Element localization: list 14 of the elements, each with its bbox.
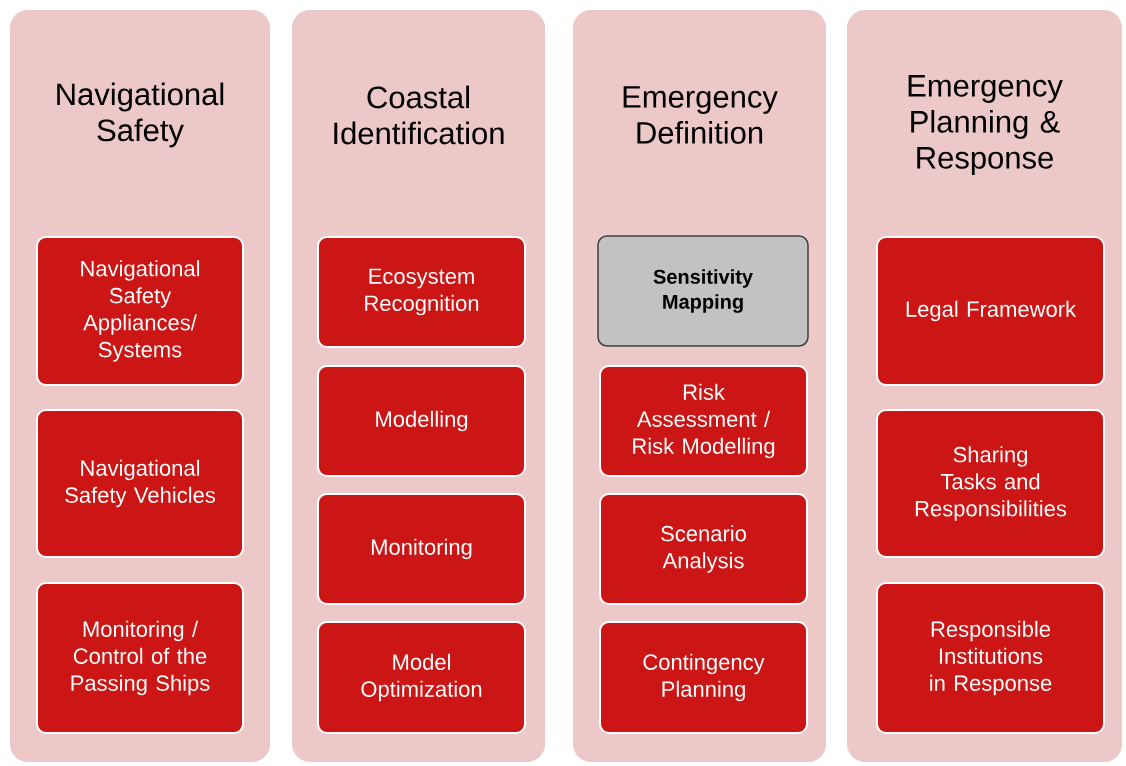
process-box: Modelling	[317, 365, 526, 477]
process-box: Ecosystem Recognition	[317, 236, 526, 348]
process-box: Risk Assessment / Risk Modelling	[599, 365, 808, 477]
process-box: Scenario Analysis	[599, 493, 808, 605]
process-box: Model Optimization	[317, 621, 526, 734]
process-box: Sharing Tasks and Responsibilities	[876, 409, 1105, 558]
process-box: Monitoring	[317, 493, 526, 605]
highlighted-box: Sensitivity Mapping	[597, 235, 809, 347]
process-box: Monitoring / Control of the Passing Ships	[36, 582, 244, 734]
process-box: Navigational Safety Vehicles	[36, 409, 244, 558]
process-box: Legal Framework	[876, 236, 1105, 386]
process-box: Contingency Planning	[599, 621, 808, 734]
process-box: Responsible Institutions in Response	[876, 582, 1105, 734]
process-box: Navigational Safety Appliances/ Systems	[36, 236, 244, 386]
